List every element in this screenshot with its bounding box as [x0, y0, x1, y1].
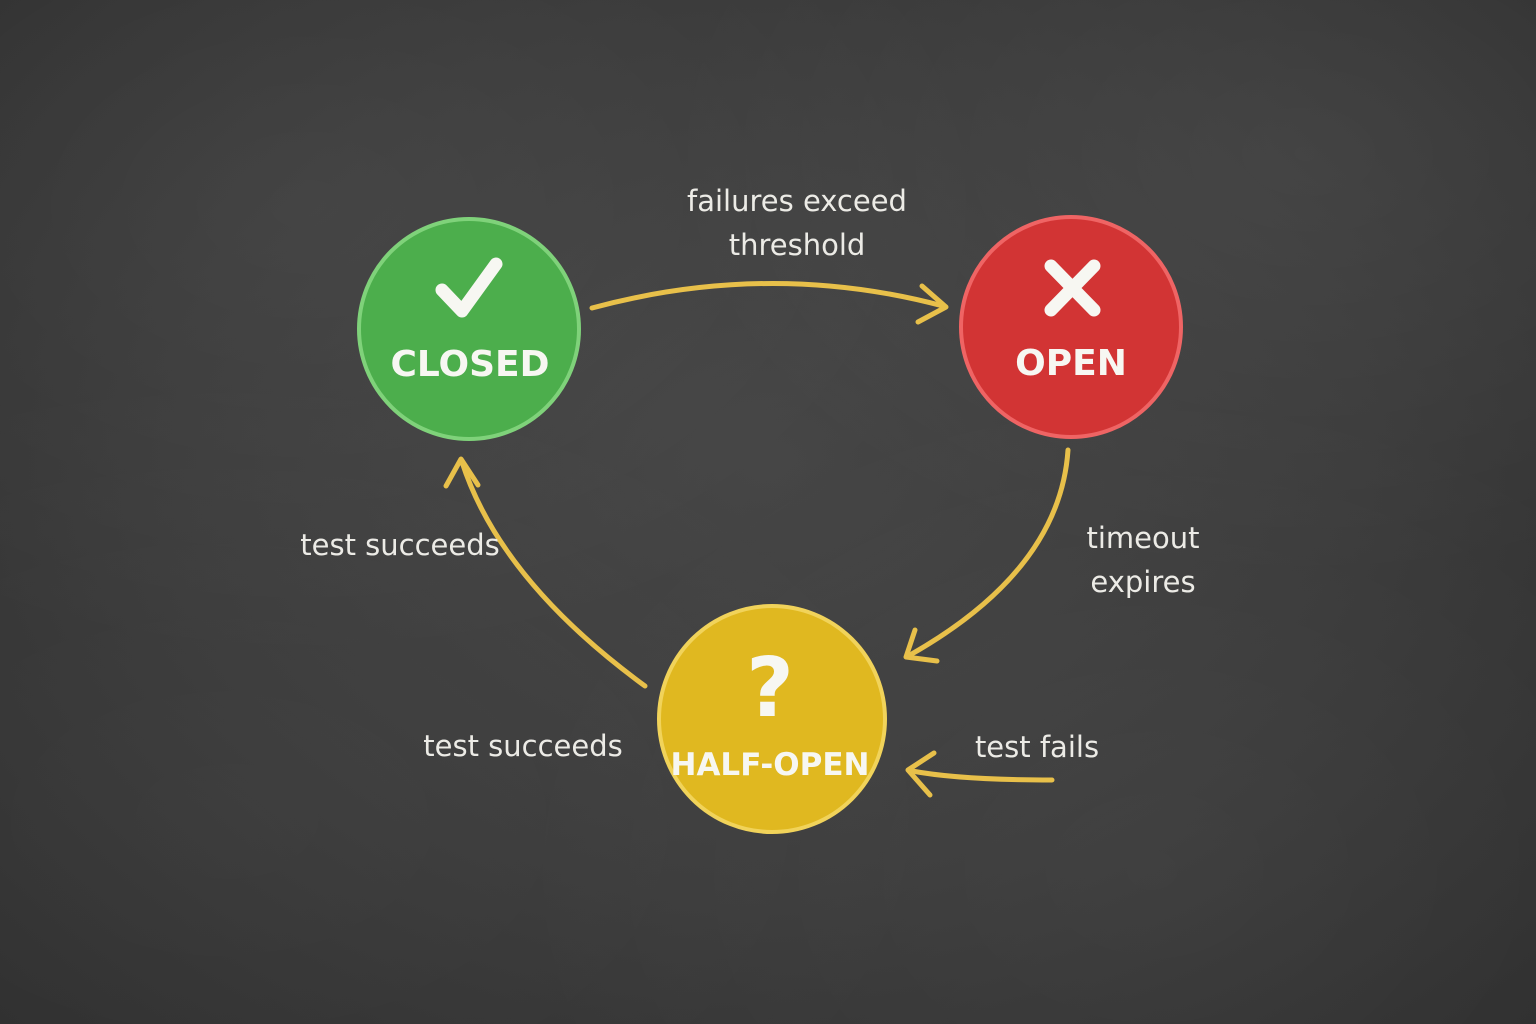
node-open: OPEN — [959, 215, 1183, 439]
edge-label-timeout: timeout — [1086, 521, 1199, 555]
arrow-closed-to-open — [589, 281, 946, 311]
checkmark-icon — [435, 257, 503, 318]
edge-label-expires: expires — [1090, 565, 1195, 599]
node-closed: CLOSED — [357, 217, 581, 441]
open-circle — [959, 215, 1183, 439]
question-mark-icon: ? — [746, 641, 794, 736]
arrow-open-to-half-open — [907, 447, 1071, 658]
arrows — [443, 281, 1071, 798]
closed-circle — [357, 217, 581, 441]
half-open-label: HALF-OPEN — [671, 747, 870, 783]
half-open-circle — [657, 604, 887, 834]
edge-label-test-succeeds-upper: test succeeds — [300, 528, 500, 562]
node-half-open: ? HALF-OPEN — [657, 604, 887, 834]
edge-label-test-succeeds-lower: test succeeds — [423, 729, 623, 763]
closed-label: CLOSED — [390, 344, 549, 385]
arrowhead-half-open-to-closed — [443, 456, 481, 489]
arrow-half-open-to-closed — [459, 459, 648, 689]
arrowhead-test-fails — [905, 750, 937, 798]
edge-label-test-fails: test fails — [975, 730, 1099, 764]
arrowhead-open-to-half-open — [903, 627, 940, 664]
edge-label-threshold: threshold — [729, 228, 866, 262]
edge-label-failures-exceed: failures exceed — [687, 184, 907, 218]
arrow-test-fails — [909, 768, 1055, 783]
cross-icon — [1044, 259, 1101, 317]
arrowhead-closed-to-open — [915, 283, 949, 325]
open-label: OPEN — [1015, 343, 1127, 384]
